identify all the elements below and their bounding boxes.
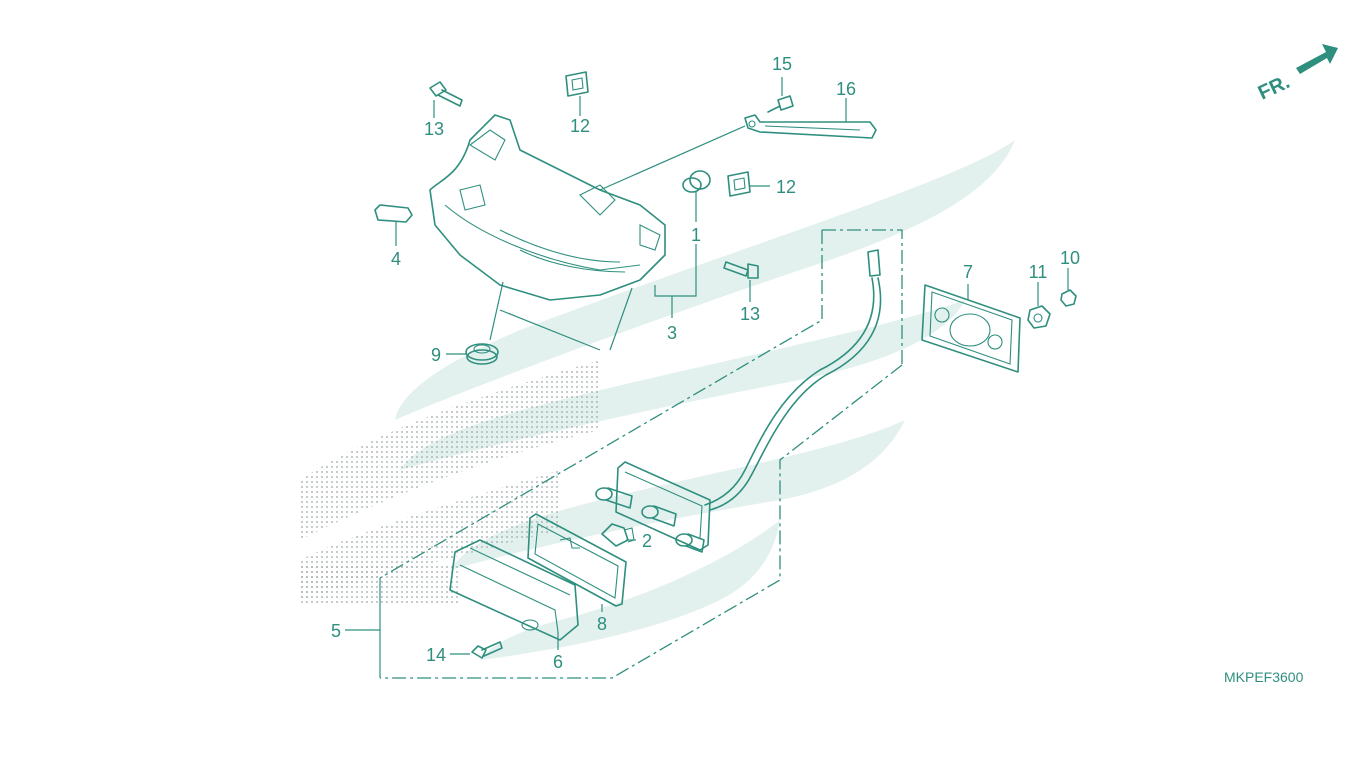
callout-6: 6: [553, 652, 563, 672]
assembly-boundary: [379, 229, 903, 679]
callout-16: 16: [836, 79, 856, 99]
grommet-9: [465, 343, 499, 365]
diagram-code: MKPEF3600: [1224, 669, 1304, 685]
callout-10: 10: [1060, 248, 1080, 268]
wire-harness: [704, 249, 882, 511]
callout-5: 5: [331, 621, 341, 641]
arrow-icon: [1296, 44, 1338, 74]
leader-lines: [345, 77, 1069, 678]
clip-12-right: [727, 171, 751, 197]
callout-8: 8: [597, 614, 607, 634]
front-direction-label: FR.: [1255, 71, 1293, 105]
callout-2: 2: [642, 531, 652, 551]
callout-9: 9: [431, 345, 441, 365]
bulb-2: [601, 523, 635, 547]
callout-7: 7: [963, 262, 973, 282]
callout-labels: 1 2 3 4 5 6 7 8 9 10 11 12 12 13 13 14 1…: [331, 54, 1080, 672]
screw-14: [471, 641, 503, 659]
callout-11: 11: [1029, 262, 1048, 282]
plate-7: [921, 284, 1021, 373]
callout-14: 14: [426, 645, 446, 665]
callout-13-mid: 13: [740, 304, 760, 324]
screw-15: [767, 95, 794, 113]
callout-15: 15: [772, 54, 792, 74]
bracket-16: [744, 114, 877, 139]
nut-10: [1060, 289, 1077, 307]
tail-light-assembly: [429, 114, 666, 301]
callout-1: 1: [691, 225, 701, 245]
cushion-4: [374, 204, 413, 223]
callout-12-right: 12: [776, 177, 796, 197]
bulb-socket: [595, 461, 711, 553]
gasket-8: [527, 513, 627, 607]
nut-11: [1027, 305, 1051, 329]
grommet-1: [682, 170, 711, 193]
clip-12-top: [565, 71, 589, 97]
callout-4: 4: [391, 249, 401, 269]
callout-13-top: 13: [424, 119, 444, 139]
bolt-13-top: [429, 81, 463, 107]
lens-6: [449, 539, 579, 641]
callout-3: 3: [667, 323, 677, 343]
bolt-13-mid: [723, 261, 759, 279]
front-direction-arrow: FR.: [1255, 44, 1338, 105]
callout-12-top: 12: [570, 116, 590, 136]
